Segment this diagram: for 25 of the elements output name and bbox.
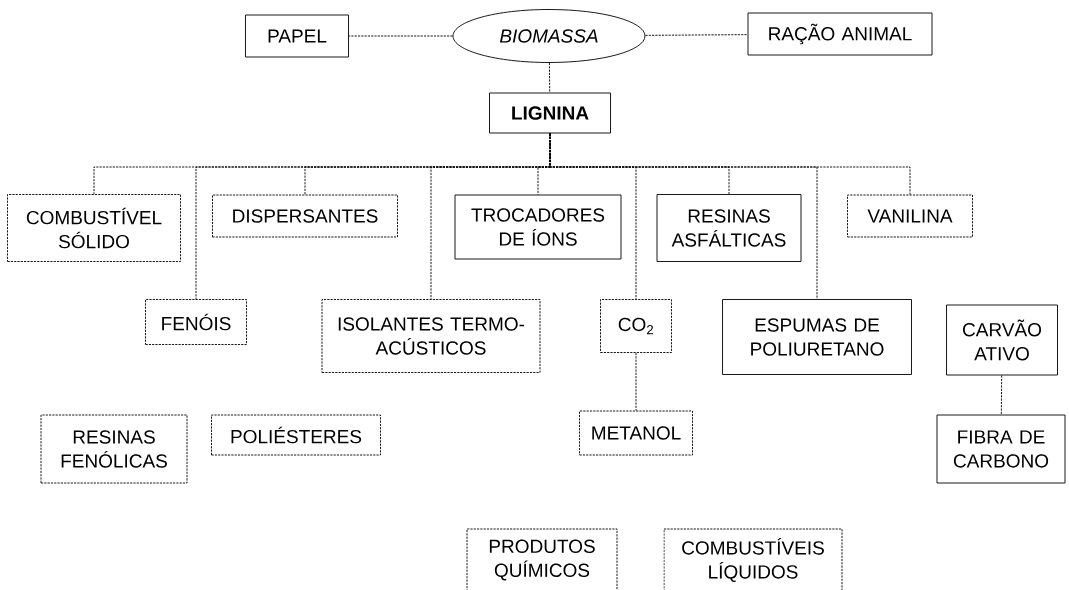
connector-line <box>348 35 453 37</box>
product-box: CARVÃO ATIVO <box>946 304 1058 376</box>
product-box: RESINAS ASFÁLTICAS <box>656 194 802 262</box>
connector-line <box>644 34 748 36</box>
product-box: PRODUTOS QUÍMICOS <box>466 528 618 590</box>
connector-line <box>549 133 911 195</box>
connector-line <box>548 62 551 93</box>
product-box: FIBRA DE CARBONO <box>936 414 1066 484</box>
product-box: RAÇÃO ANIMAL <box>747 12 933 56</box>
product-box: DISPERSANTES <box>212 194 398 238</box>
product-box: RESINAS FENÓLICAS <box>40 414 188 484</box>
product-box: METANOL <box>579 410 693 456</box>
product-box: LIGNINA <box>489 92 611 134</box>
product-box: CO$_{2}$ <box>600 299 672 353</box>
product-box: ISOLANTES TERMO-ACÚSTICOS <box>321 299 541 373</box>
product-box: TROCADORES DE ÍONS <box>454 194 622 260</box>
product-box: FENÓIS <box>145 299 247 345</box>
product-box: COMBUSTÍVEIS LÍQUIDOS <box>663 528 843 590</box>
product-box: VANILINA <box>847 194 973 238</box>
connector-line <box>1000 375 1003 415</box>
product-box: PAPEL <box>245 14 349 58</box>
product-box: COMBUSTÍVEL SÓLIDO <box>7 194 181 262</box>
product-box: ESPUMAS DE POLIURETANO <box>722 299 912 375</box>
product-box: POLIÉSTERES <box>211 414 381 456</box>
connector-line <box>635 352 637 411</box>
